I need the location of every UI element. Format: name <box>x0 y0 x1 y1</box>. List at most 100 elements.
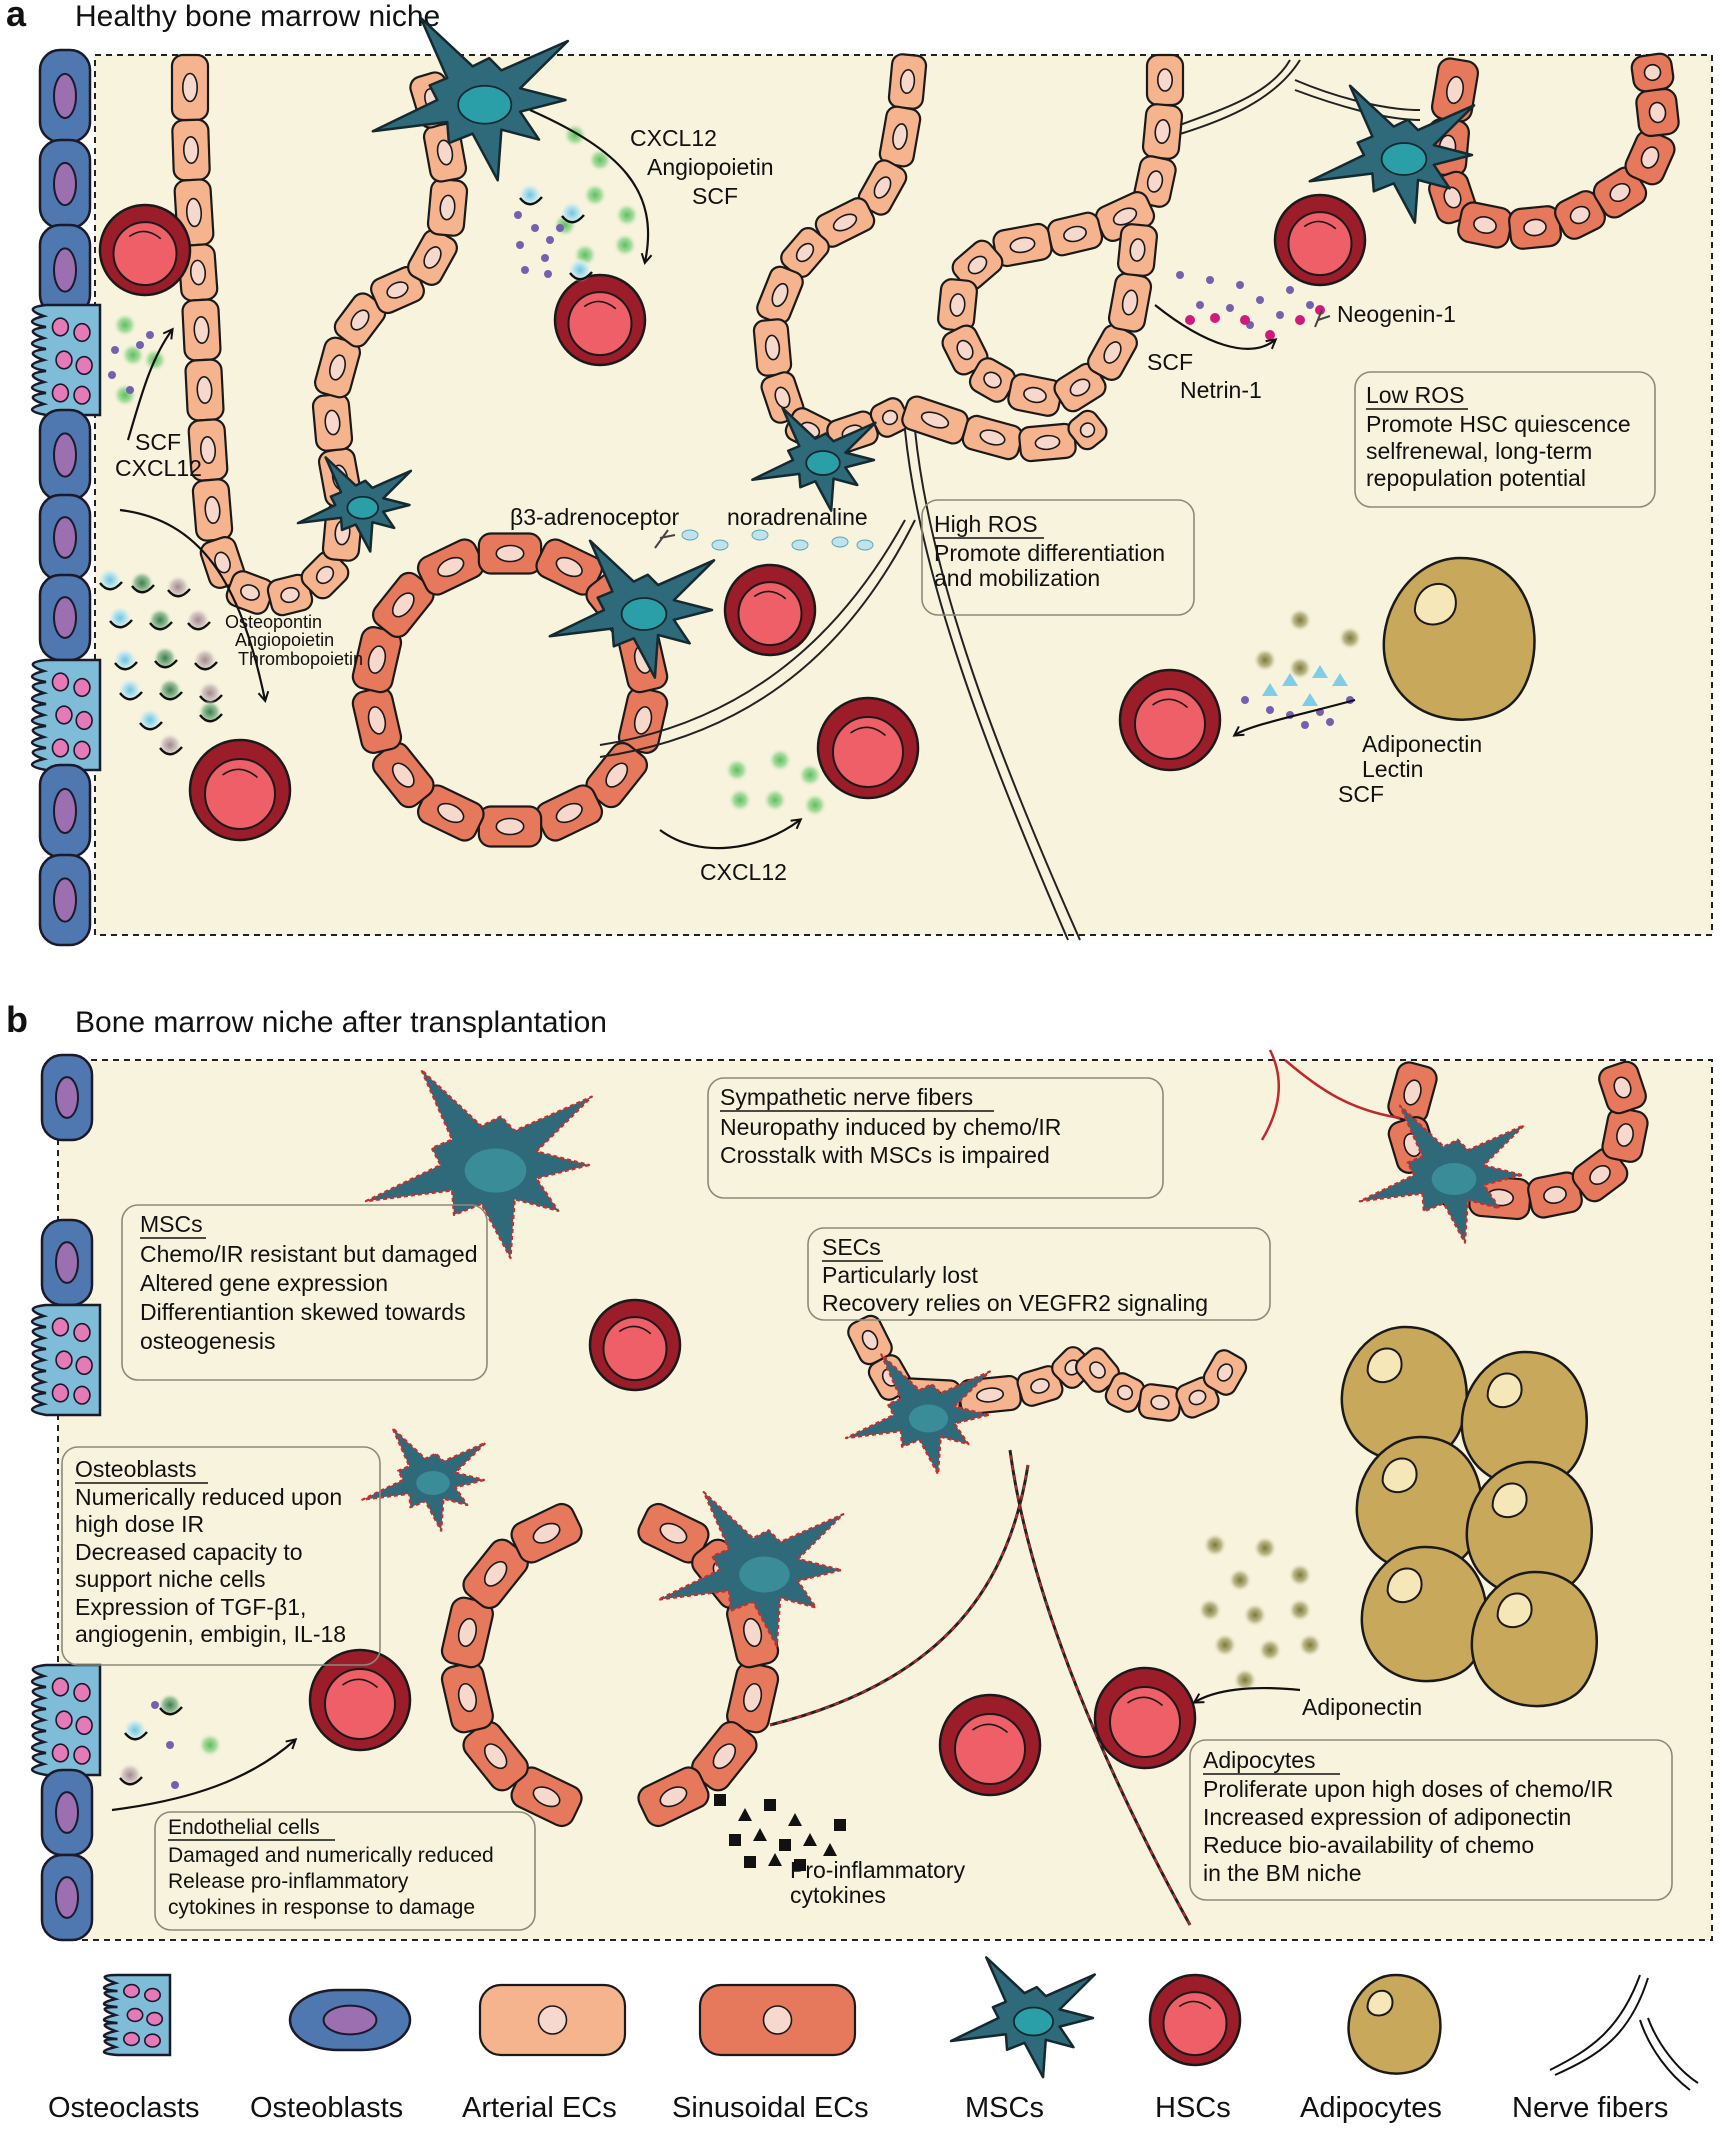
legend-mscs: MSCs <box>965 2092 1044 2124</box>
secs-box: SECs Particularly lost Recovery relies o… <box>807 1227 1271 1321</box>
arterial-ec <box>313 336 362 399</box>
msc-cell <box>1308 84 1476 224</box>
osteoblast-cell <box>38 138 92 230</box>
osteoblasts-line: support niche cells <box>75 1566 266 1592</box>
cytokine <box>834 1819 846 1831</box>
panel-b-damaged-nerves <box>769 1049 1401 1926</box>
sympathetic-title: Sympathetic nerve fibers <box>720 1084 973 1110</box>
legend-labels: Osteoclasts Osteoblasts Arterial ECs Sin… <box>48 2092 1668 2124</box>
osteoblast-cell <box>38 493 92 582</box>
osteoclast-cell <box>30 1303 102 1417</box>
label-thrombopoietin: Thrombopoietin <box>238 649 363 669</box>
panel-b-arrows <box>111 1686 1301 1812</box>
noradrenaline <box>856 539 874 551</box>
sinusoidal-ec <box>637 1766 710 1828</box>
noradrenaline <box>711 539 729 551</box>
sinusoidal-ec <box>535 784 604 842</box>
molecule <box>1312 665 1328 678</box>
secs-line: Particularly lost <box>822 1262 979 1288</box>
arterial-ec <box>1137 1383 1183 1422</box>
molecule <box>136 341 144 349</box>
endothelial-line: Release pro-inflammatory <box>168 1870 409 1893</box>
molecule <box>531 224 539 232</box>
sympathetic-line: Crosstalk with MSCs is impaired <box>720 1142 1050 1168</box>
hsc-cell <box>308 1648 412 1752</box>
hsc-cell <box>553 273 647 367</box>
endothelial-line: Damaged and numerically reduced <box>168 1844 494 1867</box>
osteoblast-cell <box>40 1218 94 1307</box>
cytokine <box>1288 1563 1312 1587</box>
legend-sinusoidal: Sinusoidal ECs <box>672 2092 869 2124</box>
mscs-line: Chemo/IR resistant but damaged <box>140 1241 478 1267</box>
receptor <box>154 659 178 669</box>
cytokine <box>1288 608 1312 632</box>
adipocyte-cell <box>1460 1350 1588 1488</box>
label-adiponectin-a: Adiponectin <box>1362 731 1482 757</box>
panel-a-molecules <box>98 123 1362 817</box>
endothelial-title: Endothelial cells <box>168 1816 320 1839</box>
arterial-ec <box>184 358 225 422</box>
cytokine <box>768 748 792 772</box>
low-ros-line: Promote HSC quiescence <box>1366 411 1631 437</box>
receptor <box>561 214 585 224</box>
adipocyte-cell <box>1465 1460 1593 1598</box>
hsc-cell <box>1273 193 1367 287</box>
high-ros-box: High ROS Promote differentiation and mob… <box>921 499 1195 616</box>
legend-nerve-fibers: Nerve fibers <box>1512 2092 1668 2124</box>
cytokine <box>744 1856 756 1868</box>
molecule <box>1266 706 1274 714</box>
label-proinflam-cytokines: cytokines <box>790 1882 886 1908</box>
arterial-ec <box>1145 53 1185 107</box>
cytokine <box>563 123 587 147</box>
cytokine <box>1228 1568 1252 1592</box>
sinusoidal-ec <box>477 805 543 848</box>
arterial-ec <box>756 265 804 325</box>
molecule <box>1241 696 1249 704</box>
arterial-ec <box>760 371 805 424</box>
receptor <box>167 588 191 598</box>
sinusoidal-ec <box>637 1502 710 1564</box>
molecule <box>1295 315 1305 325</box>
sinusoidal-ec <box>351 626 403 694</box>
arterial-ec <box>1016 1365 1064 1407</box>
arterial-ec <box>311 393 354 452</box>
molecule <box>541 254 549 262</box>
noradrenaline <box>751 529 769 541</box>
cytokine <box>728 788 752 812</box>
adipocytes-line: in the BM niche <box>1203 1860 1362 1886</box>
arterial-ec <box>961 414 1024 461</box>
cytokine <box>613 233 637 257</box>
low-ros-title: Low ROS <box>1366 382 1464 408</box>
panel-b-molecules <box>118 1533 1322 1871</box>
hsc-cell <box>188 738 292 842</box>
msc-cell <box>657 1490 845 1648</box>
msc-cell <box>371 16 570 182</box>
molecule <box>108 371 116 379</box>
receptor <box>131 584 155 594</box>
label-adiponectin-b: Adiponectin <box>1302 1694 1422 1720</box>
molecule <box>1286 286 1294 294</box>
label-scf-left: SCF <box>135 429 181 455</box>
noradrenaline <box>791 539 809 551</box>
osteoblast-cell <box>40 1053 94 1142</box>
high-ros-line: Promote differentiation <box>934 540 1165 566</box>
cytokine <box>615 203 639 227</box>
low-ros-line: repopulation potential <box>1366 465 1586 491</box>
osteoblast-cell <box>288 1988 412 2052</box>
cytokine <box>1233 1668 1257 1692</box>
secs-line: Recovery relies on VEGFR2 signaling <box>822 1290 1208 1316</box>
molecule <box>1196 301 1204 309</box>
cytokine <box>788 1813 802 1826</box>
molecule <box>521 266 529 274</box>
molecule <box>1332 673 1348 686</box>
legend-adipocytes: Adipocytes <box>1300 2092 1442 2124</box>
hsc-cell <box>98 203 192 297</box>
osteoblast-cell <box>38 573 92 662</box>
osteoblast-cell <box>38 408 92 502</box>
sinusoidal-ec <box>1457 201 1513 249</box>
receptor <box>114 661 138 671</box>
msc-cell <box>548 539 716 679</box>
label-proinflam: Pro-inflammatory <box>790 1857 966 1883</box>
molecule <box>1262 683 1278 696</box>
cytokine <box>583 183 607 207</box>
